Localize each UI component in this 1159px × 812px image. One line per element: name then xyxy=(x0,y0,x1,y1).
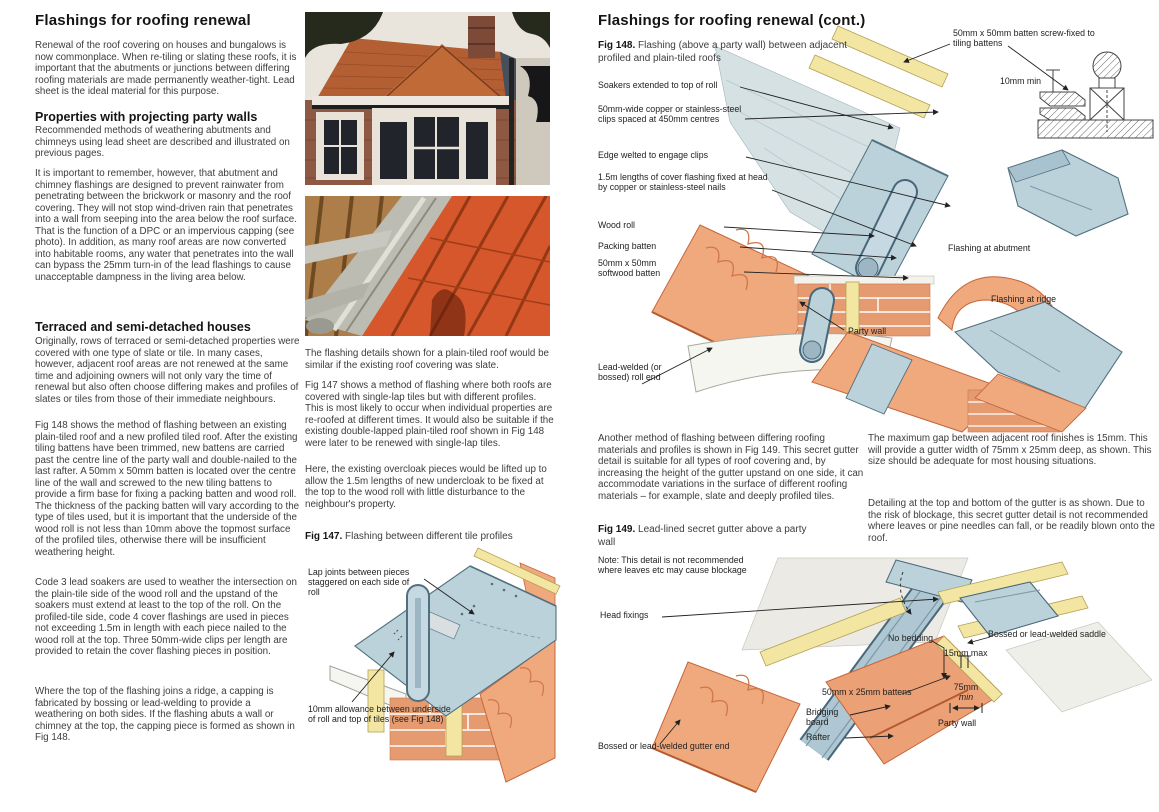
section-heading-terraced: Terraced and semi-detached houses xyxy=(35,320,251,334)
intro-paragraph: Renewal of the roof covering on houses a… xyxy=(35,40,297,97)
fig147-caption-label: Fig 147. xyxy=(305,531,343,542)
callout-10mm-allowance: 10mm allowance between underside of roll… xyxy=(308,704,451,725)
callout-no-bedding: No bedding xyxy=(888,633,933,643)
fig149-illustration xyxy=(651,557,1153,793)
right-paragraph-r2: Detailing at the top and bottom of the g… xyxy=(868,498,1156,544)
right-paragraph-r1: The maximum gap between adjacent roof fi… xyxy=(868,433,1152,467)
mid-paragraph-2: Fig 147 shows a method of flashing where… xyxy=(305,380,554,449)
callout-inset-10mm: 10mm min xyxy=(1000,76,1042,86)
right-paragraph-left: Another method of flashing between diffe… xyxy=(598,433,864,502)
dim-75mm-min: min xyxy=(958,692,974,703)
mid-paragraph-3: Here, the existing overcloak pieces woul… xyxy=(305,464,547,510)
callout-rafter: Rafter xyxy=(806,732,830,742)
dim-75mm-value: 75mm xyxy=(953,682,979,692)
terraced-paragraph-1: Originally, rows of terraced or semi-det… xyxy=(35,336,300,405)
fig147-caption-text: Flashing between different tile profiles xyxy=(342,531,513,542)
callout-clips: 50mm-wide copper or stainless-steel clip… xyxy=(598,104,742,125)
callout-lap-joints: Lap joints between pieces staggered on e… xyxy=(308,567,410,598)
callout-inset-batten: 50mm x 50mm batten screw-fixed to tiling… xyxy=(953,28,1095,49)
callout-25mm-battens: 50mm x 25mm battens xyxy=(822,687,912,697)
fig147-illustration xyxy=(329,547,561,783)
callout-party-wall-148: Party wall xyxy=(848,326,887,336)
party-paragraph-2: It is important to remember, however, th… xyxy=(35,168,297,283)
page-title-right: Flashings for roofing renewal (cont.) xyxy=(598,12,866,29)
section-heading-party-walls: Properties with projecting party walls xyxy=(35,110,258,124)
party-paragraph-1: Recommended methods of weathering abutme… xyxy=(35,125,290,159)
fig149-caption: Fig 149. Lead-lined secret gutter above … xyxy=(598,524,813,549)
mid-paragraph-1: The flashing details shown for a plain-t… xyxy=(305,348,549,371)
callout-head-fixings: Head fixings xyxy=(600,610,649,620)
callout-party-wall-149: Party wall xyxy=(938,718,977,728)
terraced-paragraph-2: Fig 148 shows the method of flashing bet… xyxy=(35,420,300,558)
fig148-caption-label: Fig 148. xyxy=(598,40,636,51)
callout-packing-batten: Packing batten xyxy=(598,241,657,251)
fig148-caption: Fig 148. Flashing (above a party wall) b… xyxy=(598,40,853,65)
callout-gutter-end: Bossed or lead-welded gutter end xyxy=(598,741,730,751)
photo-roof-flashing-closeup xyxy=(305,196,550,336)
fig148-illustration xyxy=(641,25,1154,433)
callout-softwood-batten: 50mm x 50mm softwood batten xyxy=(598,258,661,279)
callout-roll-end: Lead-welded (or bossed) roll end xyxy=(598,362,662,383)
callout-soakers: Soakers extended to top of roll xyxy=(598,80,718,90)
terraced-paragraph-4: Where the top of the flashing joins a ri… xyxy=(35,686,295,743)
fig149-caption-label: Fig 149. xyxy=(598,524,636,535)
callout-flashing-ridge: Flashing at ridge xyxy=(991,294,1057,304)
page-title-left: Flashings for roofing renewal xyxy=(35,12,251,29)
callout-15mm-max: 15mm max xyxy=(944,648,988,658)
terraced-paragraph-3: Code 3 lead soakers are used to weather … xyxy=(35,577,297,657)
callout-cover-flashing: 1.5m lengths of cover flashing fixed at … xyxy=(598,172,768,193)
callout-wood-roll: Wood roll xyxy=(598,220,635,230)
callout-bridging-board: Bridging board xyxy=(806,707,839,728)
fig149-caption-text: Lead-lined secret gutter above a party w… xyxy=(598,524,807,548)
photo-house-exterior xyxy=(305,12,550,185)
fig148-caption-text: Flashing (above a party wall) between ad… xyxy=(598,40,848,64)
fig149-note: Note: This detail is not recommended whe… xyxy=(598,555,747,576)
fig147-caption: Fig 147. Flashing between different tile… xyxy=(305,531,555,544)
callout-edge-welted: Edge welted to engage clips xyxy=(598,150,709,160)
callout-saddle: Bossed or lead-welded saddle xyxy=(988,629,1106,639)
callout-flashing-abutment: Flashing at abutment xyxy=(948,243,1031,253)
